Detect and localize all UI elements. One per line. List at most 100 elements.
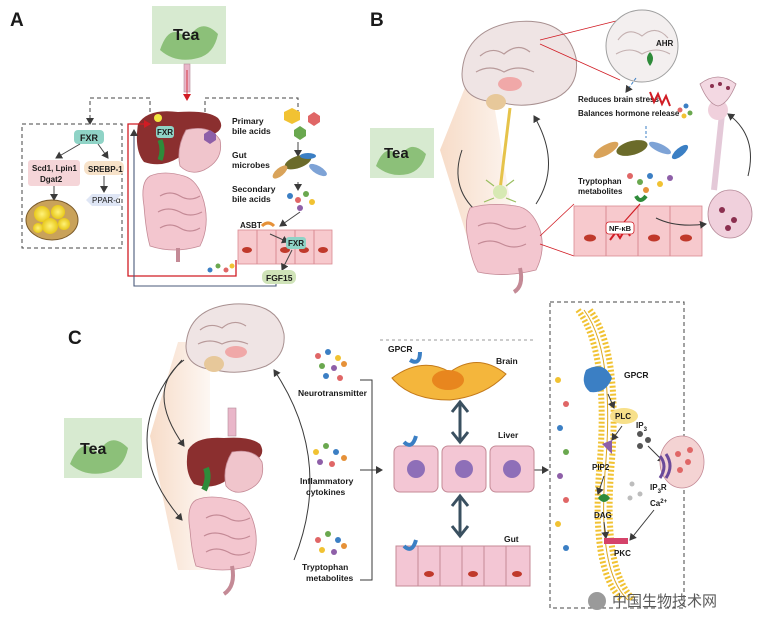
gut-tissue-label: Gut [504, 534, 519, 544]
tea-label-a: Tea [173, 27, 199, 44]
srebp-box [84, 161, 124, 175]
tea-leaf-icon [376, 146, 426, 175]
tea-label-c: Tea [80, 441, 106, 458]
fxr-box-a [74, 130, 104, 144]
plc-enzyme [610, 408, 638, 424]
dag-icon [598, 494, 610, 502]
panel-c-letter: C [68, 328, 82, 349]
inflammatory-label-1: Inflammatory [300, 476, 354, 486]
pkc-label: PKC [614, 549, 631, 558]
primary-bile-acids-1: Primary [232, 116, 264, 126]
tissue-column: GPCR Brain Liver Gut [380, 339, 535, 587]
digestive-system-a: FXR [136, 111, 222, 262]
ip3r-receptor-icon [658, 453, 672, 479]
gpcr-right-label: GPCR [624, 370, 649, 380]
bile-acid-molecules [204, 108, 320, 144]
panel-a-letter: A [10, 10, 24, 31]
cell-membrane [575, 308, 637, 603]
ip3-label: IP3 [636, 421, 648, 433]
liver-tissue-label: Liver [498, 430, 519, 440]
liver-a [136, 111, 222, 165]
tea-badge-b: Tea [370, 128, 434, 178]
trp-dots-b [627, 173, 673, 193]
tryptophan-b-1: Tryptophan [578, 177, 622, 186]
er-organelle [658, 435, 705, 489]
brain-tissue-label: Brain [496, 356, 518, 366]
gpcr-left-label: GPCR [388, 344, 413, 354]
intestine-a [142, 172, 207, 251]
secondary-bile-acids-2: bile acids [232, 194, 271, 204]
ip3-molecules [637, 431, 651, 449]
hormone-dots [677, 103, 693, 119]
fxr-label-a: FXR [80, 133, 99, 143]
ahr-label: AHR [656, 39, 674, 48]
brain-c [185, 303, 285, 373]
plc-label: PLC [615, 412, 631, 421]
fat-cell-icon [25, 199, 79, 241]
panel-a: A Tea FXR Scd1, Lpin1 Dgat2 SREBP-1 PPAR… [10, 6, 333, 287]
bile-dots-bottom [207, 263, 235, 273]
tea-label-b: Tea [384, 145, 409, 162]
ahr-receptor-icon [647, 52, 653, 66]
digestive-system-c [186, 407, 264, 596]
tryptophan-c-2: metabolites [306, 573, 354, 583]
vagus-nerve [498, 107, 512, 191]
fxr-box-intestine [286, 237, 306, 249]
brain-section-b: AHR [605, 9, 679, 83]
double-arrow-top [450, 399, 470, 445]
neuron-right-b [699, 76, 753, 239]
asbt-transporter [260, 221, 276, 228]
genes-line-1: Scd1, Lpin1 [32, 164, 77, 173]
watermark-text: 中国生物技术网 [612, 592, 718, 610]
ahr-intestine-icon [634, 194, 648, 202]
calcium-dots [627, 481, 643, 501]
intestine-b [466, 204, 543, 294]
genes-box [28, 160, 80, 186]
panel-c: C Tea [64, 301, 705, 609]
secondary-bile-acids-1: Secondary [232, 184, 276, 194]
brain-b [461, 20, 578, 110]
trp-dots-c [315, 531, 347, 555]
ppar-label: PPAR-α [92, 196, 121, 205]
ligand-dots [555, 377, 569, 551]
gpcr-receptor-icon [408, 351, 422, 364]
gut-epithelium-c [395, 545, 531, 587]
tea-badge-c: Tea [64, 418, 142, 478]
fgf15-label: FGF15 [266, 273, 293, 283]
pip2-label: PIP2 [592, 463, 610, 472]
liver-cells [393, 445, 535, 493]
panel-b-letter: B [370, 10, 384, 31]
tryptophan-b-2: metabolites [578, 187, 623, 196]
genes-line-2: Dgat2 [40, 175, 63, 184]
nfkb-box [605, 221, 635, 235]
ip3r-label: IP3R [650, 483, 667, 495]
dag-label: DAG [594, 511, 612, 520]
neurotransmitter-dots [315, 349, 347, 381]
fxr-box-liver [156, 126, 174, 138]
neuron-b [483, 179, 517, 203]
stress-icon [649, 91, 671, 107]
bacteria-icon-a [272, 153, 327, 179]
balances-hormone: Balances hormone release [578, 109, 680, 118]
calcium-label: Ca2+ [650, 499, 668, 508]
wechat-icon [588, 591, 606, 610]
reduces-brain-stress: Reduces brain stress [578, 95, 659, 104]
tea-leaf-icon [70, 440, 128, 474]
panel-b: B Tea [370, 9, 753, 294]
neurotransmitter-label: Neurotransmitter [298, 388, 368, 398]
srebp-label: SREBP-1 [88, 165, 123, 174]
primary-bile-acids-2: bile acids [232, 126, 271, 136]
nfkb-label: NF-κB [609, 224, 632, 233]
gpcr-membrane-icon [583, 366, 612, 393]
watermark: 中国生物技术网 [588, 590, 717, 611]
inflammatory-label-2: cytokines [306, 487, 345, 497]
epithelium-b [573, 205, 703, 257]
fgf15-box [262, 270, 296, 284]
liver-lipid-box [21, 123, 123, 249]
ppar-box [86, 194, 122, 206]
epithelium-a [237, 229, 333, 265]
pip2-icon [602, 440, 612, 454]
gut-microbes-2: microbes [232, 160, 270, 170]
cytokine-dots [313, 443, 347, 467]
